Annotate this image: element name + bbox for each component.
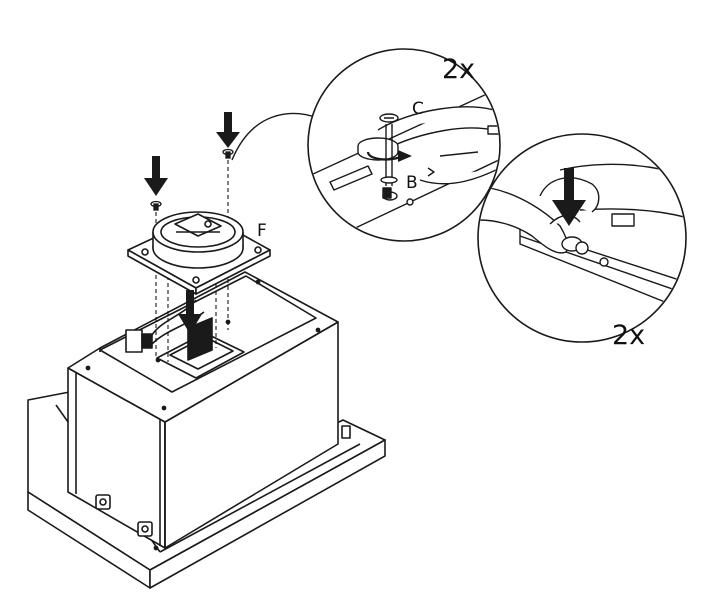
down-arrow-icon: [178, 290, 202, 334]
label-part-b: B: [406, 173, 418, 193]
hood-unit: [27, 271, 386, 589]
detail-circle-screw: [307, 48, 501, 242]
callout-connector: [231, 112, 319, 161]
down-arrow-icon: [216, 112, 240, 148]
down-arrow-icon: [144, 156, 168, 196]
screws-main: [150, 148, 234, 211]
hood-box: [67, 271, 351, 551]
label-part-c: C: [412, 99, 424, 119]
label-part-f: F: [257, 221, 267, 241]
filter-plate: [127, 211, 271, 295]
down-arrows-main: [144, 112, 240, 334]
detail-circle-press: [477, 133, 687, 343]
duct-opening: [156, 317, 245, 379]
quantity-label-top: 2x: [442, 54, 475, 85]
quantity-label-bottom: 2x: [612, 320, 645, 351]
